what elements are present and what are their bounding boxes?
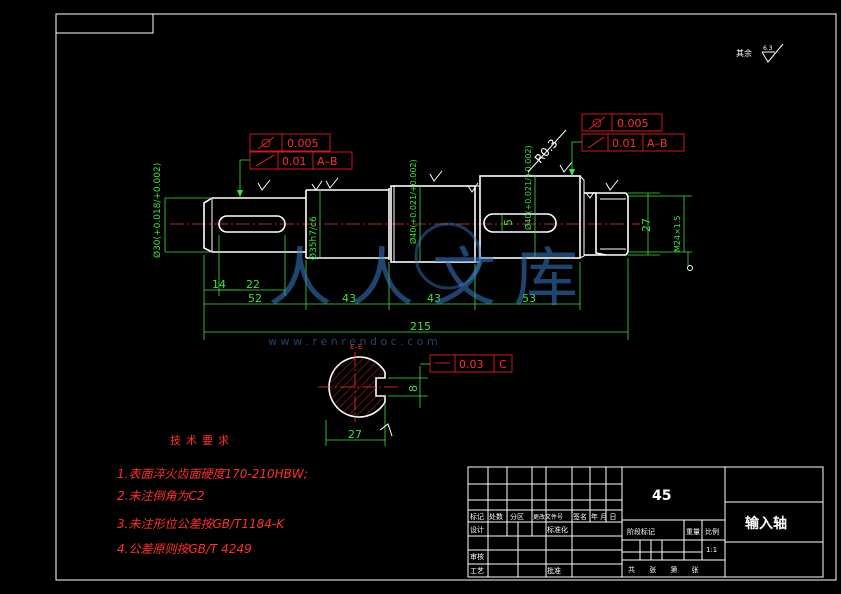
svg-text:年 月 日: 年 月 日: [591, 512, 616, 521]
svg-text:工艺: 工艺: [470, 567, 484, 575]
tech-item-3: 3.未注形位公差按GB/T1184-K: [117, 517, 285, 531]
watermark: 人人文库 w w w . r e n r e n d o c . c o m: [268, 222, 596, 348]
section-depth: 27: [348, 428, 362, 441]
diameter-d4: Ø40(+0.021/+0.002): [523, 145, 533, 230]
total-runout-icon: [255, 154, 275, 167]
dim-27: 27: [640, 218, 653, 232]
svg-text:更改文件号: 更改文件号: [533, 513, 563, 521]
diameter-d3: Ø40(+0.021/+0.002): [408, 159, 418, 244]
dim-53: 53: [522, 292, 536, 305]
dim-52: 52: [248, 292, 262, 305]
dim-43b: 43: [427, 292, 441, 305]
section-title: E–E: [350, 343, 362, 351]
svg-text:批准: 批准: [547, 566, 561, 575]
surface-marks: [257, 161, 693, 271]
svg-text:共 张 第 张: 共 张 第 张: [628, 565, 705, 574]
svg-text:分区: 分区: [510, 512, 524, 521]
gtol-right-runout: 0.005: [617, 117, 649, 130]
watermark-main: 人人文库: [268, 242, 596, 316]
title-block: 标记 处数 分区 更改文件号 签名 年 月 日 设计 标准化 审核 工艺 批准 …: [467, 466, 824, 578]
gtol-right-datum: A–B: [647, 137, 668, 150]
tech-title: 技术要求: [170, 434, 234, 447]
gtol-right-total: 0.01: [612, 137, 637, 150]
dim-14: 14: [212, 278, 226, 291]
corner-tab: [56, 14, 154, 34]
scale: 1:1: [706, 546, 717, 554]
roughness-symbol-icon: [761, 43, 784, 63]
tech-item-4: 4.公差原则按GB/T 4249: [117, 542, 252, 556]
svg-text:处数: 处数: [489, 512, 503, 521]
diameter-d5: M24×1.5: [673, 215, 682, 252]
section-datum: C: [499, 358, 507, 371]
diameter-d2: Ø35h7/c6: [308, 216, 319, 260]
keyway-right: [483, 213, 557, 233]
gtol-left-datum: A–B: [317, 155, 338, 168]
keyway-left: [218, 215, 286, 233]
svg-text:标记: 标记: [470, 512, 484, 521]
technical-requirements: 技术要求 1.表面淬火齿面硬度170-210HBW; 2.未注倒角为C2 3.未…: [117, 434, 308, 556]
dim-22: 22: [246, 278, 260, 291]
dim-215: 215: [410, 320, 431, 333]
gtol-frame-right: 0.005 0.01 A–B: [569, 113, 685, 176]
dim-43a: 43: [342, 292, 356, 305]
section-view: E–E 27 8 0.03 C: [318, 343, 513, 446]
roughness-prefix: 其余: [736, 48, 752, 58]
watermark-url: w w w . r e n r e n d o c . c o m: [268, 335, 438, 348]
total-runout-icon: [587, 136, 605, 149]
dim-5: 5: [502, 219, 515, 226]
gtol-left-total: 0.01: [282, 155, 307, 168]
svg-text:阶段标记: 阶段标记: [627, 527, 655, 536]
material: 45: [652, 488, 671, 504]
circular-runout-icon: [592, 118, 602, 128]
tech-item-2: 2.未注倒角为C2: [117, 489, 204, 503]
drawing-border: [55, 13, 837, 581]
roughness-note: 其余 6.3: [736, 43, 784, 63]
section-key: 8: [407, 385, 420, 392]
svg-text:重量: 重量: [686, 528, 700, 536]
svg-text:标准化: 标准化: [547, 525, 568, 534]
diameter-d1: Ø30(+0.018/+0.002): [152, 163, 163, 258]
roughness-value: 6.3: [763, 45, 773, 52]
tech-item-1: 1.表面淬火齿面硬度170-210HBW;: [117, 467, 308, 481]
svg-text:签名: 签名: [573, 512, 587, 521]
svg-text:比例: 比例: [705, 527, 719, 536]
dimension-lines: [164, 176, 692, 340]
gtol-left-runout: 0.005: [287, 137, 319, 150]
circular-runout-icon: [261, 138, 271, 148]
gtol-frame-left: 0.005 0.01 A–B: [237, 133, 353, 197]
part-name: 输入轴: [745, 515, 787, 532]
section-tol: 0.03: [459, 358, 484, 371]
svg-text:设计: 设计: [470, 525, 484, 534]
svg-text:审核: 审核: [470, 552, 484, 561]
